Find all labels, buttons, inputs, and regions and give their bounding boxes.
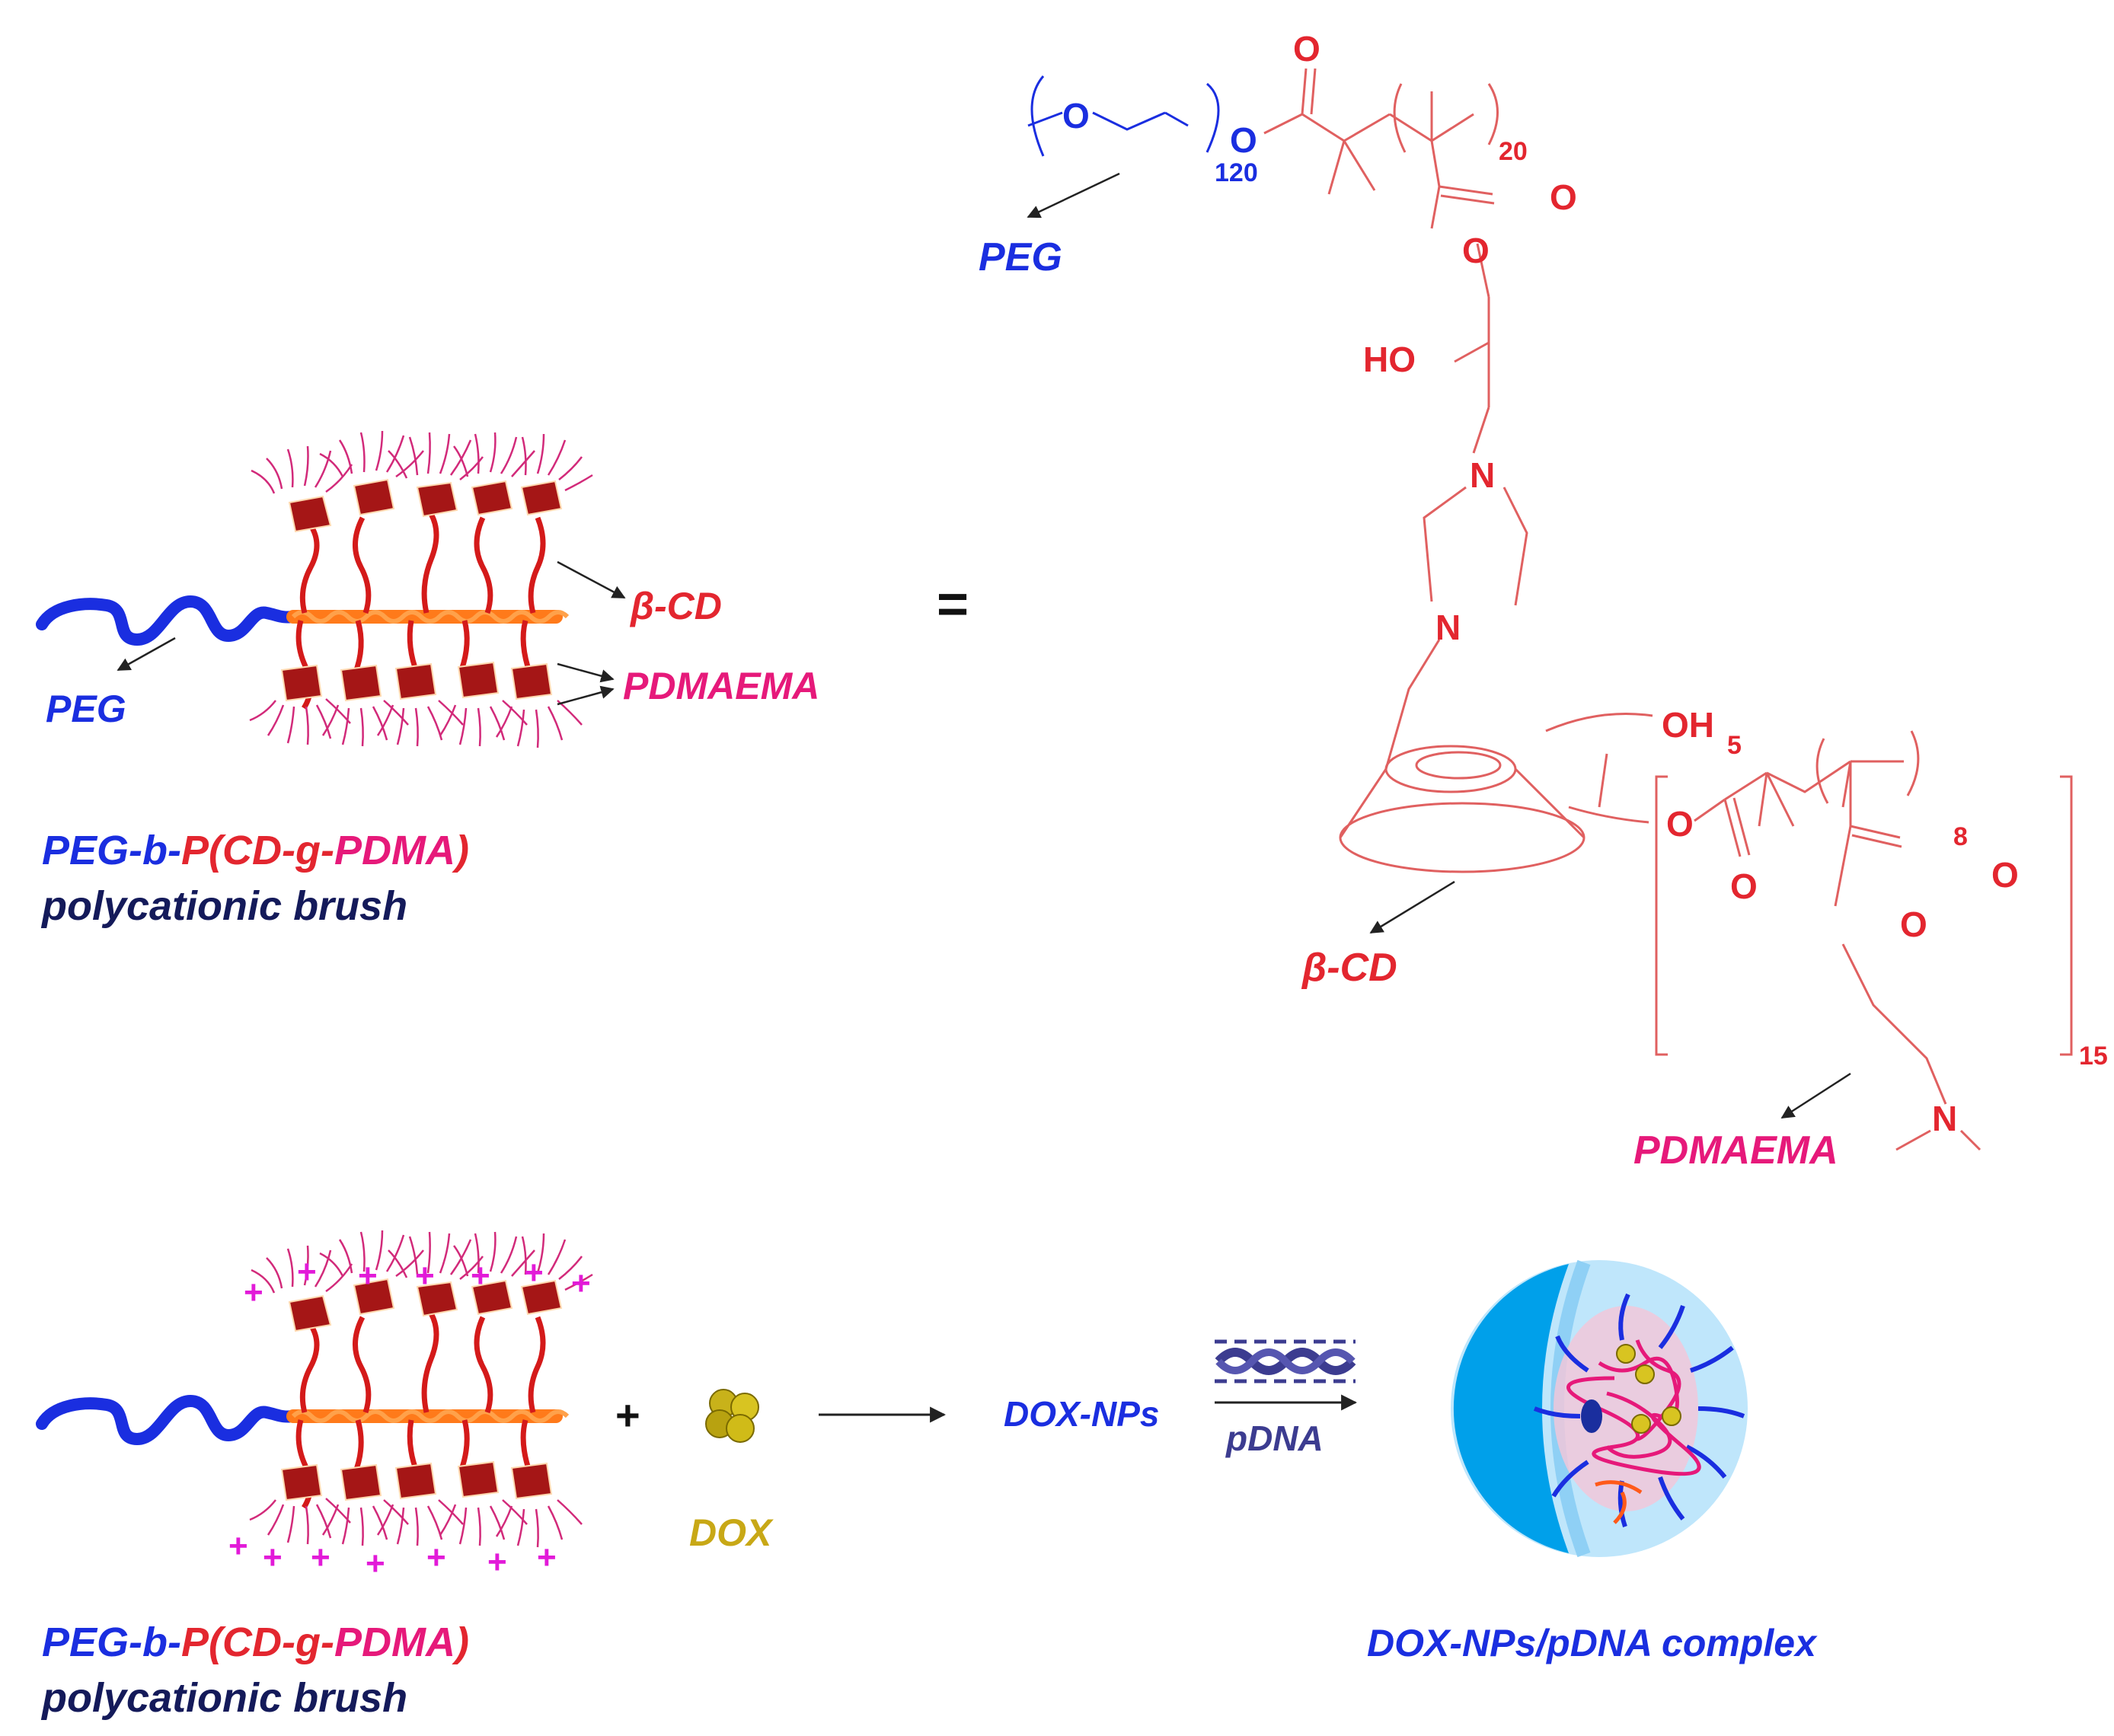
graft-ester-o: O bbox=[1666, 804, 1694, 844]
svg-text:+: + bbox=[487, 1543, 507, 1581]
backbone-bonds bbox=[1263, 68, 1499, 454]
plus-operator: + bbox=[615, 1391, 640, 1439]
brush-schematic-bottom: + + + + + + + + + + + + + + PEG-b-P(CD-g… bbox=[36, 1230, 592, 1721]
label-complex: DOX-NPs/pDNA complex bbox=[1367, 1622, 1818, 1664]
svg-text:+: + bbox=[297, 1253, 317, 1291]
piperazine-n-1: N bbox=[1470, 455, 1495, 495]
peg-subscript: 120 bbox=[1215, 158, 1258, 187]
oh-subscript: 5 bbox=[1727, 731, 1742, 760]
polymer-subtitle-bottom: polycationic brush bbox=[40, 1675, 407, 1721]
label-pdmaema-struct: PDMAEMA bbox=[1633, 1128, 1838, 1173]
arrow-pdmaema-top-1 bbox=[557, 662, 615, 683]
svg-text:+: + bbox=[571, 1265, 591, 1302]
label-bcd-struct: β-CD bbox=[1301, 946, 1397, 990]
peg-repeat-unit bbox=[1027, 75, 1220, 157]
svg-text:+: + bbox=[311, 1539, 331, 1576]
carbonyl-o-1: O bbox=[1293, 29, 1320, 69]
graft-carbonyl-o-2: O bbox=[1991, 855, 2019, 895]
label-pdmaema-top: PDMAEMA bbox=[623, 665, 819, 707]
svg-text:+: + bbox=[426, 1539, 446, 1576]
bracket-subscript: 15 bbox=[2079, 1042, 2108, 1071]
bracket-left bbox=[1655, 775, 1668, 1056]
svg-text:+: + bbox=[358, 1257, 378, 1294]
piperazine-n-2: N bbox=[1435, 608, 1461, 647]
peg-o-2: O bbox=[1230, 120, 1257, 160]
amine-n: N bbox=[1932, 1099, 1957, 1138]
svg-text:+: + bbox=[244, 1274, 263, 1311]
bracket-right bbox=[2060, 775, 2073, 1056]
svg-text:+: + bbox=[471, 1257, 490, 1294]
polymer-name-top: PEG-b-P(CD-g-PDMA) bbox=[42, 828, 469, 873]
arrow-pdmaema-struct bbox=[1780, 1072, 1851, 1119]
hydroxyl-ho: HO bbox=[1363, 340, 1416, 379]
label-dox-nps: DOX-NPs bbox=[1004, 1394, 1159, 1434]
svg-text:+: + bbox=[228, 1527, 248, 1565]
label-peg-top: PEG bbox=[46, 688, 126, 730]
arrow-peg-top bbox=[117, 637, 176, 672]
label-peg-struct: PEG bbox=[979, 235, 1062, 279]
arrow-bcd-top bbox=[557, 560, 626, 599]
graft-carbonyl-o: O bbox=[1730, 866, 1758, 906]
dox-molecule bbox=[705, 1389, 759, 1443]
label-bcd-top: β-CD bbox=[629, 585, 722, 627]
peg-chain bbox=[36, 595, 299, 646]
nanoparticle-complex bbox=[1451, 1259, 1748, 1558]
equals-sign: = bbox=[937, 574, 969, 635]
svg-text:+: + bbox=[366, 1545, 385, 1582]
ester-o: O bbox=[1462, 231, 1490, 270]
brush-schematic-top: β-CD PDMAEMA PEG PEG-b-P(CD-g-PDMA) poly… bbox=[36, 431, 819, 929]
cyclodextrin-cone bbox=[1339, 713, 1653, 873]
brush-backbone bbox=[250, 431, 592, 748]
peg-o-1: O bbox=[1062, 96, 1090, 136]
chemical-structure: O O 120 O 20 O O HO bbox=[979, 29, 2108, 1173]
svg-text:+: + bbox=[415, 1257, 435, 1294]
plus-charges: + + + + + + + + + + + + + + bbox=[228, 1253, 591, 1582]
peg-chain-bottom bbox=[36, 1394, 299, 1446]
svg-text:+: + bbox=[263, 1539, 283, 1576]
polymer-name-bottom: PEG-b-P(CD-g-PDMA) bbox=[42, 1620, 469, 1665]
main-subscript: 20 bbox=[1499, 137, 1528, 166]
svg-text:+: + bbox=[524, 1254, 544, 1291]
arrow-peg-struct bbox=[1027, 172, 1120, 219]
pdna-icon bbox=[1215, 1339, 1356, 1383]
svg-text:+: + bbox=[537, 1539, 557, 1576]
arrow-bcd-struct bbox=[1369, 880, 1455, 934]
label-dox: DOX bbox=[689, 1511, 774, 1554]
carbonyl-o-2: O bbox=[1550, 177, 1577, 217]
graft-ester-o-2: O bbox=[1900, 905, 1927, 944]
hydroxyl-oh: OH bbox=[1662, 705, 1714, 745]
arrow-pdmaema-top-2 bbox=[557, 685, 615, 706]
graft-bonds bbox=[1694, 730, 1981, 1151]
label-pdna: pDNA bbox=[1225, 1418, 1324, 1458]
piperazine-bonds bbox=[1384, 486, 1528, 770]
polymer-subtitle-top: polycationic brush bbox=[40, 883, 407, 929]
graft-subscript: 8 bbox=[1953, 822, 1968, 851]
